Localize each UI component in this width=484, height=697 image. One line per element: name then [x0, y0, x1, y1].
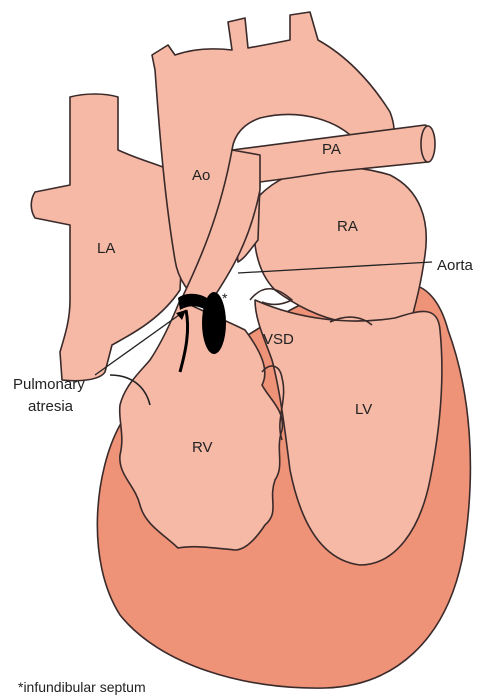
label-rv: RV: [192, 439, 213, 456]
footnote-infundibular-septum: *infundibular septum: [18, 679, 146, 695]
label-pa: PA: [322, 141, 341, 158]
label-lv: LV: [355, 401, 372, 418]
label-pulmonary-atresia-line2: atresia: [28, 398, 74, 415]
label-pulmonary-atresia-line1: Pulmonary: [13, 376, 85, 393]
label-la: LA: [97, 240, 115, 257]
pulmonary-artery-end: [421, 126, 435, 162]
asterisk-mark: *: [222, 290, 228, 306]
label-ao: Ao: [192, 167, 210, 184]
right-atrium-shape: [254, 167, 426, 325]
label-aorta-callout: Aorta: [437, 257, 474, 274]
label-ra: RA: [337, 218, 358, 235]
label-vsd: VSD: [263, 331, 294, 348]
